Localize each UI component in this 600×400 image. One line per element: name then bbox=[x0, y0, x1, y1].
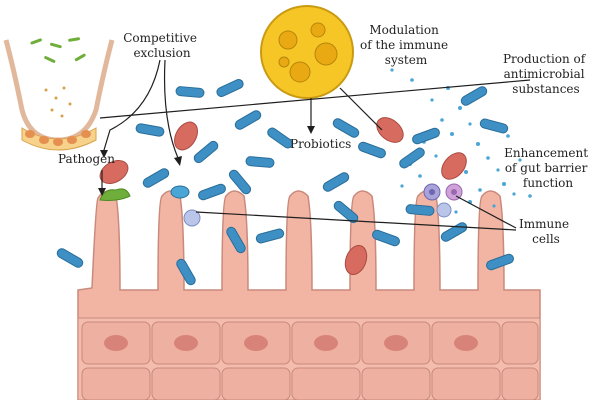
nucleus bbox=[314, 335, 338, 351]
probiotic-rod bbox=[198, 183, 226, 201]
probiotic-rod bbox=[332, 118, 360, 138]
nucleus bbox=[244, 335, 268, 351]
label-line: cells bbox=[532, 232, 560, 246]
probiotic-rod bbox=[176, 258, 196, 286]
nucleus bbox=[174, 335, 198, 351]
probiotic-bacteria bbox=[56, 78, 514, 286]
probiotic-rod bbox=[358, 141, 386, 159]
nucleus bbox=[104, 335, 128, 351]
probiotic-rod bbox=[255, 228, 285, 244]
label-line: exclusion bbox=[133, 46, 190, 60]
probiotic-rod bbox=[135, 123, 165, 137]
probiotic-rod bbox=[372, 229, 400, 247]
probiotic-rod bbox=[267, 127, 293, 149]
label-line: system bbox=[385, 53, 428, 67]
label-line: antimicrobial bbox=[504, 67, 585, 81]
label-line: Competitive bbox=[123, 31, 197, 45]
probiotic-rod bbox=[479, 118, 509, 134]
nucleus bbox=[454, 335, 478, 351]
label-probiotics: Probiotics bbox=[290, 137, 351, 151]
immune-cells bbox=[183, 183, 463, 227]
immune-modulation-cell bbox=[260, 5, 354, 99]
immune-cell bbox=[436, 202, 452, 218]
probiotic-rod bbox=[228, 169, 252, 195]
probiotic-rod bbox=[142, 168, 170, 188]
pathogen-oval bbox=[376, 117, 404, 143]
probiotic-rod bbox=[322, 172, 350, 192]
arrowheads bbox=[98, 126, 315, 196]
enterocyte bbox=[501, 321, 539, 365]
epithelial-cell-layer bbox=[77, 317, 541, 400]
label-line: Production of bbox=[503, 52, 587, 66]
attached-pathogen bbox=[99, 188, 131, 201]
probiotic-rod bbox=[56, 248, 84, 268]
label-modulation: Modulation of the immune system bbox=[360, 23, 452, 67]
label-pathogen: Pathogen bbox=[58, 152, 115, 166]
probiotic-rod bbox=[226, 226, 246, 254]
probiotic-rod bbox=[486, 253, 514, 271]
probiotic-rod bbox=[440, 222, 468, 242]
immune-cell bbox=[183, 209, 201, 227]
label-enhancement: Enhancement of gut barrier function bbox=[504, 146, 592, 190]
pathogen-oval bbox=[441, 152, 467, 180]
nucleus bbox=[384, 335, 408, 351]
pathogen-oval bbox=[344, 244, 368, 276]
probiotic-rod bbox=[216, 78, 244, 98]
label-line: Enhancement bbox=[504, 146, 588, 160]
crypt-inset-illustration bbox=[3, 37, 115, 151]
probiotic-rod bbox=[412, 127, 440, 145]
label-line: substances bbox=[512, 82, 579, 96]
label-line: function bbox=[523, 176, 574, 190]
label-line: of gut barrier bbox=[505, 161, 588, 175]
label-line: Modulation bbox=[369, 23, 439, 37]
probiotic-rod bbox=[405, 204, 435, 216]
antimicrobial-dots bbox=[390, 68, 532, 214]
pathogen-oval bbox=[99, 160, 129, 184]
label-line: of the immune bbox=[360, 38, 448, 52]
label-competitive-exclusion: Competitive exclusion bbox=[123, 31, 201, 60]
probiotic-rod bbox=[193, 140, 219, 164]
probiotic-rod bbox=[399, 147, 425, 169]
label-immune-cells: Immune cells bbox=[519, 217, 573, 246]
probiotic-rod bbox=[460, 86, 488, 106]
pathogen-oval bbox=[174, 121, 198, 151]
probiotic-attached bbox=[170, 185, 190, 199]
label-line: Immune bbox=[519, 217, 569, 231]
pathogens bbox=[99, 117, 467, 276]
label-production: Production of antimicrobial substances bbox=[503, 52, 589, 96]
probiotic-rod bbox=[245, 156, 275, 168]
probiotic-rod bbox=[234, 110, 262, 130]
connector-lines bbox=[99, 59, 531, 231]
probiotic-rod bbox=[175, 86, 205, 98]
